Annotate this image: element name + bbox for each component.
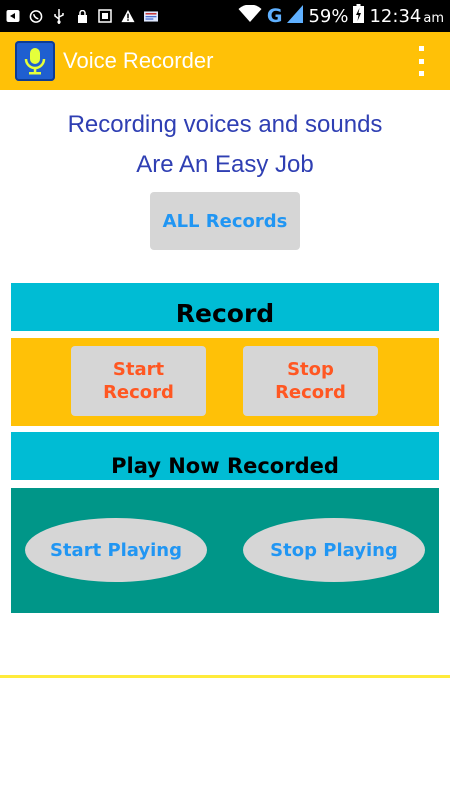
stop-record-button[interactable]: Stop Record: [243, 346, 378, 416]
battery-charging-icon: [353, 4, 365, 28]
start-record-label-1: Start: [112, 359, 165, 380]
usb-icon: [52, 8, 66, 24]
signal-icon: [287, 4, 304, 28]
intro-line-2: Are An Easy Job: [136, 151, 314, 178]
clock-ampm: am: [423, 10, 444, 26]
wifi-icon: [238, 4, 262, 28]
start-record-button[interactable]: Start Record: [71, 346, 206, 416]
notification-icons: [6, 8, 158, 24]
lock-icon: [75, 9, 89, 23]
warning-icon: [121, 9, 135, 23]
screenshot-icon: [98, 9, 112, 23]
clock-time: 12:34: [369, 5, 422, 27]
battery-percent: 59%: [308, 5, 349, 27]
stop-playing-button[interactable]: Stop Playing: [243, 518, 425, 582]
app-bar: Voice Recorder: [0, 32, 450, 90]
viber-icon: [29, 9, 43, 23]
record-controls: Start Record Stop Record: [11, 338, 439, 426]
overflow-menu-icon[interactable]: [416, 46, 426, 76]
all-records-button[interactable]: ALL Records: [150, 192, 300, 250]
stop-record-label-2: Record: [275, 382, 346, 403]
bottom-divider: [0, 675, 450, 678]
start-playing-button[interactable]: Start Playing: [25, 518, 207, 582]
record-header: Record: [11, 283, 439, 331]
play-header: Play Now Recorded: [11, 432, 439, 480]
keyboard-icon: [6, 9, 20, 23]
news-icon: [144, 9, 158, 23]
microphone-icon[interactable]: [15, 41, 55, 81]
play-controls: Start Playing Stop Playing: [11, 488, 439, 613]
play-title: Play Now Recorded: [111, 454, 339, 478]
intro-line-1: Recording voices and sounds: [67, 111, 383, 138]
network-type: G: [266, 5, 283, 27]
stop-record-label-1: Stop: [287, 359, 334, 380]
record-title: Record: [175, 298, 275, 328]
app-title: Voice Recorder: [63, 48, 214, 73]
start-record-label-2: Record: [103, 382, 174, 403]
